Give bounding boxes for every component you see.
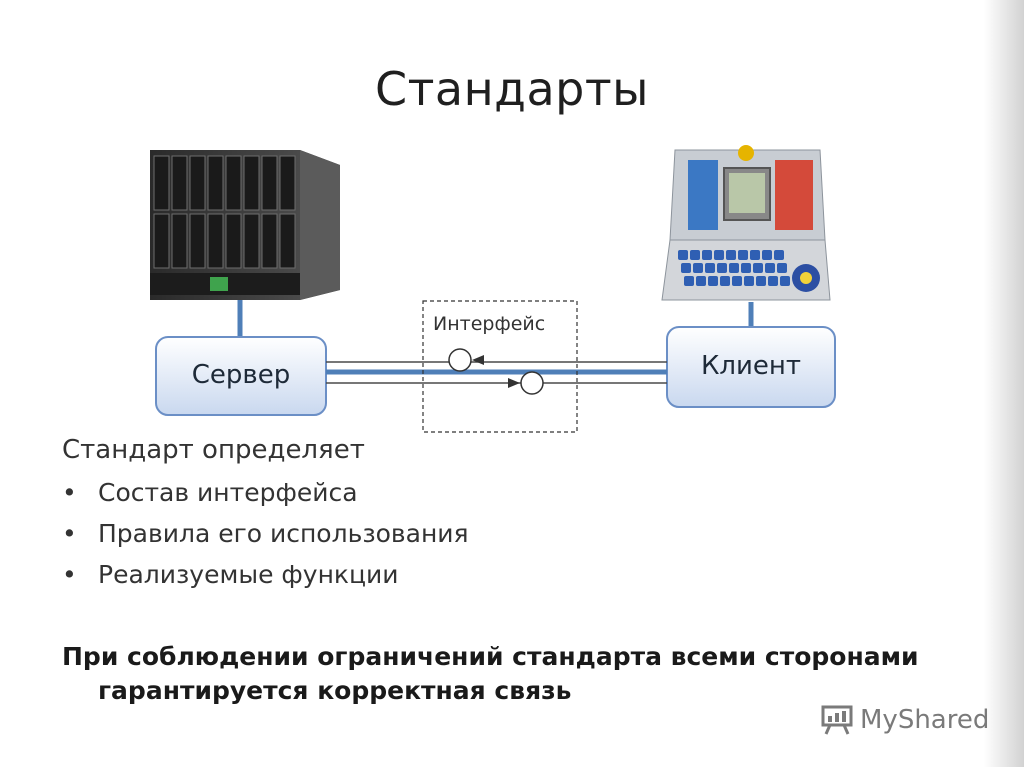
laptop-icon [661, 145, 831, 301]
laptop-key [678, 250, 688, 260]
server-rack-icon [150, 150, 340, 300]
rack-blade [225, 213, 242, 269]
laptop-key [732, 276, 742, 286]
rack-blade [279, 155, 296, 211]
rack-blade [207, 155, 224, 211]
socket-left [448, 348, 472, 372]
conclusion-text: При соблюдении ограничений стандарта все… [62, 640, 982, 708]
presentation-board-icon [821, 705, 853, 735]
rack-slots [153, 155, 296, 269]
rack-blade [261, 155, 278, 211]
laptop-key [762, 250, 772, 260]
arrow-left [472, 355, 484, 365]
laptop-key [714, 250, 724, 260]
rack-blade [171, 213, 188, 269]
laptop-key [738, 250, 748, 260]
bullet-item: •Правила его использования [62, 517, 469, 558]
client-box [666, 326, 836, 408]
laptop-key [765, 263, 775, 273]
server-label: Сервер [191, 360, 291, 390]
rack-blade [189, 213, 206, 269]
watermark-text: MyShared [860, 705, 990, 735]
rack-blade [225, 155, 242, 211]
rack-blade [189, 155, 206, 211]
laptop-key [708, 276, 718, 286]
rack-blade [207, 213, 224, 269]
laptop-key [741, 263, 751, 273]
laptop-key [684, 276, 694, 286]
socket-right [520, 371, 544, 395]
rack-blade [243, 213, 260, 269]
rack-blade [261, 213, 278, 269]
laptop-key [702, 250, 712, 260]
arrow-right [508, 378, 520, 388]
laptop-key [720, 276, 730, 286]
server-box [155, 336, 327, 416]
laptop-keys [678, 250, 790, 286]
laptop-key [774, 250, 784, 260]
client-label: Клиент [700, 351, 802, 381]
conclusion-line-1: При соблюдении ограничений стандарта все… [62, 642, 919, 671]
laptop-key [768, 276, 778, 286]
laptop-key [693, 263, 703, 273]
laptop-key [753, 263, 763, 273]
background-edge [984, 0, 1024, 767]
laptop-key [726, 250, 736, 260]
rack-blade [171, 155, 188, 211]
laptop-key [696, 276, 706, 286]
laptop-key [690, 250, 700, 260]
laptop-key [705, 263, 715, 273]
interface-label: Интерфейс [433, 313, 546, 335]
bullet-dot: • [62, 560, 77, 589]
watermark: MyShared [820, 700, 989, 740]
laptop-key [750, 250, 760, 260]
laptop-key [729, 263, 739, 273]
bullet-dot: • [62, 478, 77, 507]
rack-blade [153, 213, 170, 269]
conclusion-line-2: гарантируется корректная связь [98, 676, 572, 705]
laptop-key [756, 276, 766, 286]
interface-box [422, 300, 578, 433]
laptop-key [744, 276, 754, 286]
section-heading: Стандарт определяет [62, 435, 365, 465]
bullet-item: •Реализуемые функции [62, 558, 469, 599]
bullet-dot: • [62, 519, 77, 548]
slide-title: Стандарты [375, 62, 649, 116]
bullet-item: •Состав интерфейса [62, 476, 469, 517]
bullet-list: •Состав интерфейса •Правила его использо… [62, 476, 469, 599]
rack-blade [153, 155, 170, 211]
rack-blade [279, 213, 296, 269]
rack-blade [243, 155, 260, 211]
laptop-key [717, 263, 727, 273]
laptop-key [780, 276, 790, 286]
laptop-key [681, 263, 691, 273]
laptop-key [777, 263, 787, 273]
